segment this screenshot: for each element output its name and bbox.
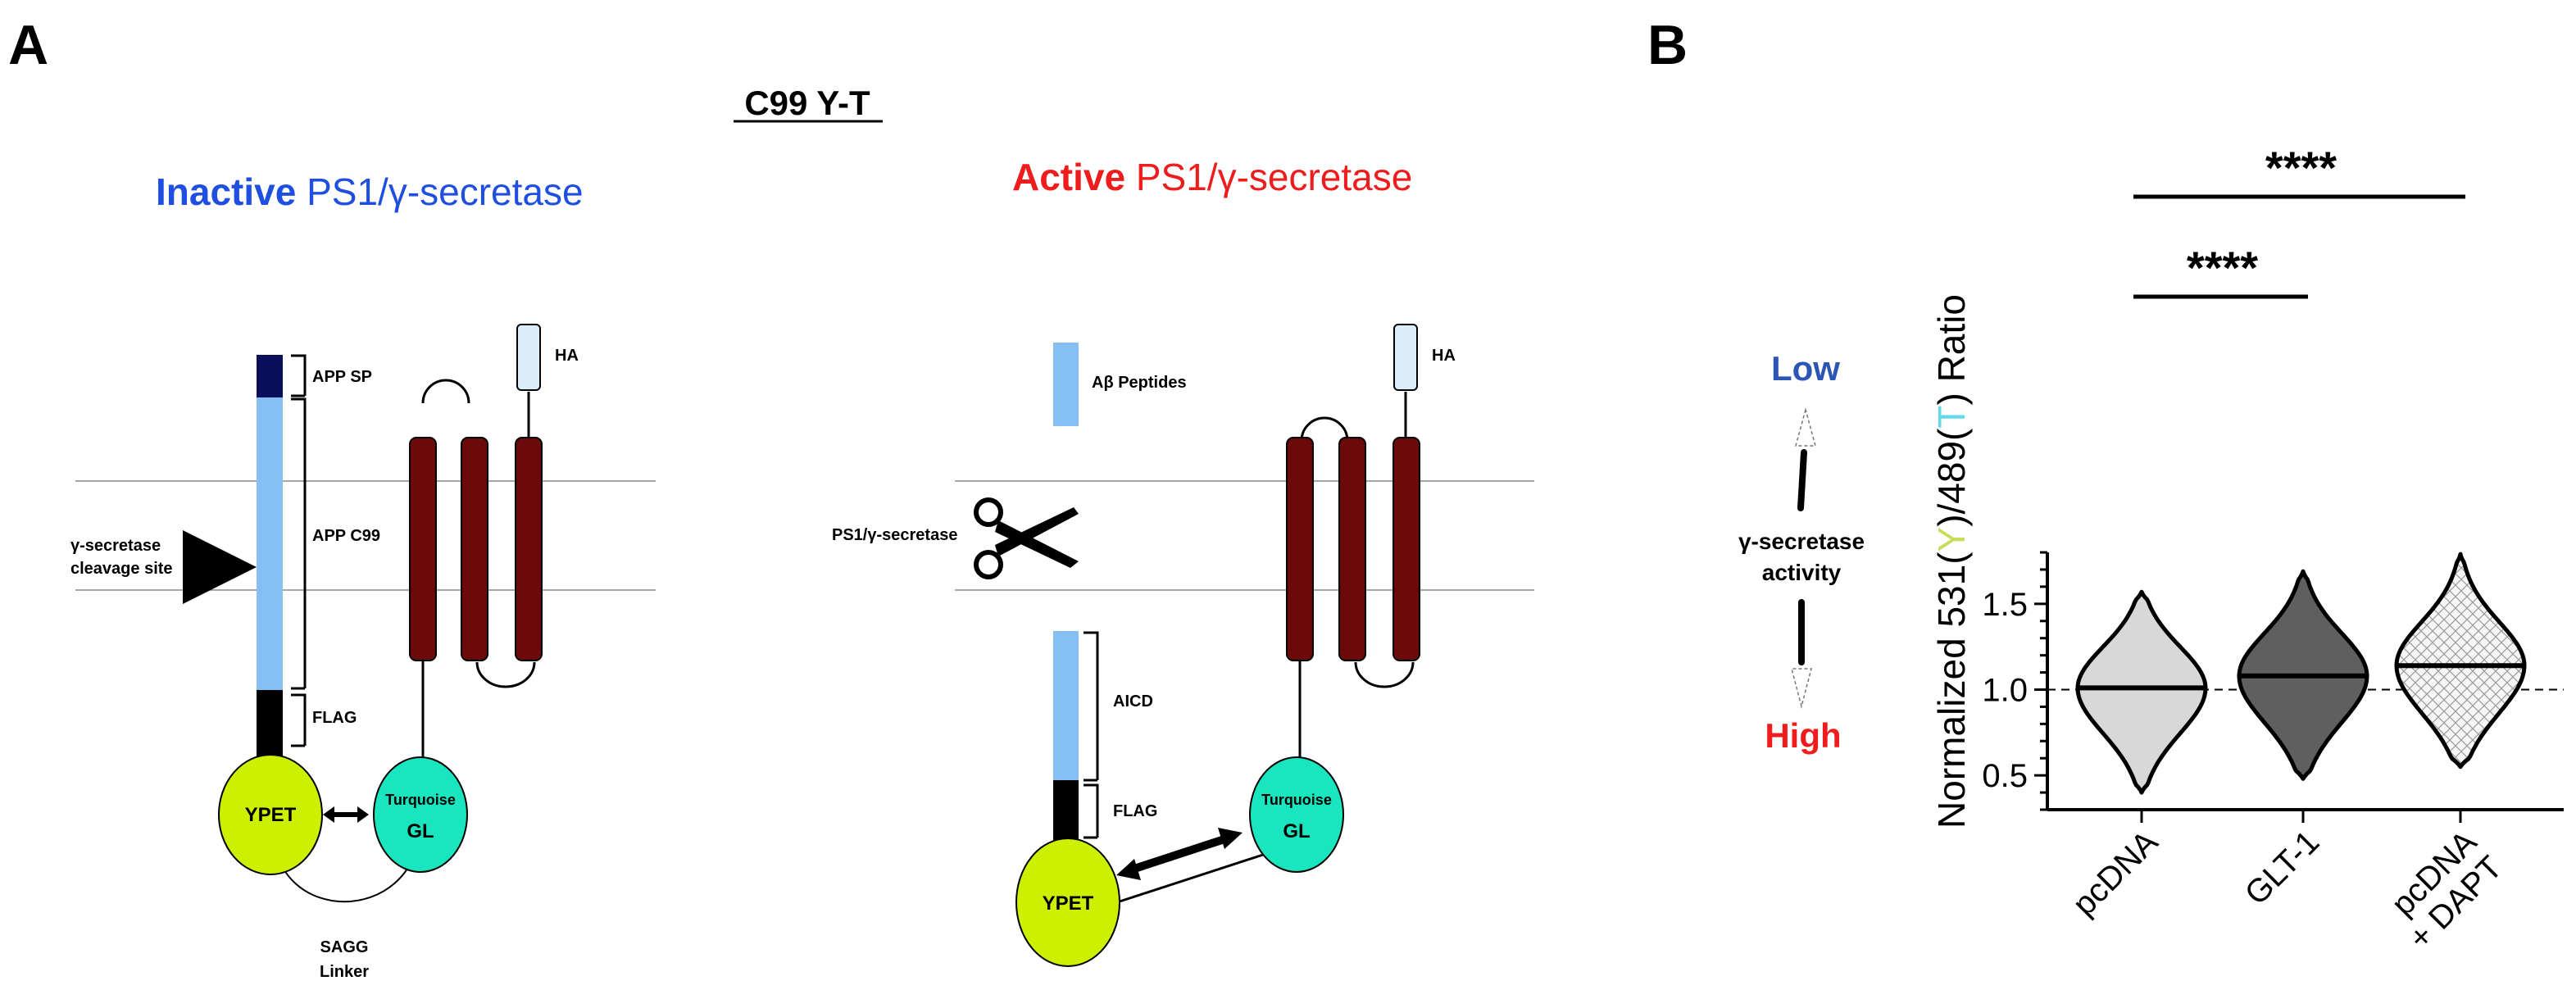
membrane-inactive (75, 480, 656, 591)
aicd-bracket (1084, 631, 1099, 782)
low-label: Low (1771, 349, 1840, 388)
ps1-loop-top (421, 379, 470, 404)
flag-label-active: FLAG (1113, 802, 1157, 820)
x-tick-label-2: pcDNA+ DAPT (2376, 824, 2509, 956)
inactive-title: Inactive PS1/γ-secretase (156, 170, 584, 213)
inactive-construct: APP SP APP C99 FLAG γ-secretase cleavage… (70, 324, 579, 981)
y-tick-label: 1.5 (1982, 587, 2028, 623)
x-tick-label-0: pcDNA (2066, 824, 2165, 923)
ha-label: HA (555, 347, 579, 365)
ps1-helix-3 (515, 437, 543, 661)
app-c99-segment (257, 397, 283, 690)
x-tick-label-1: GLT-1 (2238, 824, 2327, 912)
gl-active-label: GL (1283, 820, 1310, 842)
ypet-active-label: YPET (1043, 892, 1094, 915)
ypet-inactive (218, 754, 323, 875)
significance-label-1: **** (2265, 142, 2337, 193)
scissors-icon (974, 497, 1079, 579)
aicd-label: AICD (1113, 692, 1153, 711)
ha-tag (516, 324, 541, 391)
ypet-active (1015, 838, 1120, 967)
up-arrow-shaft (1797, 449, 1807, 511)
significance-label-0: **** (2187, 242, 2258, 293)
panel-a-label: A (8, 14, 48, 76)
flag-bracket-active (1084, 783, 1099, 839)
violin-chart: 0.5 1.0 1.5 pcDNA GLT-1 pcDNA+ DAPT ******** (1982, 142, 2564, 956)
flag-bracket (291, 693, 307, 747)
active-construct: Aβ Peptides PS1/γ-secretase AICD FLAG HA… (832, 324, 1456, 967)
ha-label-active: HA (1432, 347, 1456, 365)
app-c99-label: APP C99 (312, 527, 380, 545)
sagg-linker-active (1119, 852, 1266, 903)
ps1-loop-bottom-active (1354, 661, 1415, 688)
y-axis-label: Normalized 531(Y)/489(T) Ratio (1930, 294, 1973, 829)
violin-2 (2394, 552, 2527, 770)
app-c99-bracket (291, 397, 307, 690)
construct-title: C99 Y-T (744, 84, 870, 122)
flag-label: FLAG (312, 709, 357, 727)
fret-arrowheads-inactive-icon (323, 806, 369, 823)
ps1-loop-bottom (475, 661, 536, 688)
ps1-helix-1 (409, 437, 437, 661)
up-arrow-icon (1795, 407, 1816, 447)
violin-0 (2075, 589, 2208, 795)
cleavage-label-line1: γ-secretase (70, 537, 161, 555)
turquoise-inactive (373, 756, 468, 873)
ps1-label: PS1/γ-secretase (832, 526, 957, 544)
ps1-helix-2-active (1338, 437, 1366, 661)
gl-inactive-label: GL (407, 820, 434, 842)
ps1-helix-2 (461, 437, 488, 661)
app-sp-label: APP SP (312, 368, 372, 386)
ha-tag-active (1393, 324, 1418, 391)
activity-legend: Low γ-secretase activity High (1738, 349, 1865, 755)
ypet-inactive-label: YPET (245, 804, 297, 826)
turquoise-active (1249, 756, 1344, 873)
activity-label-line1: γ-secretase (1738, 529, 1865, 554)
turquoise-active-label: Turquoise (1261, 792, 1332, 808)
abeta-label: Aβ Peptides (1092, 374, 1187, 392)
app-sp-bracket (291, 354, 307, 397)
fret-arrowheads-active-icon (1116, 828, 1243, 880)
y-tick-label: 0.5 (1982, 758, 2028, 794)
flag-segment-active (1053, 780, 1079, 846)
high-label: High (1765, 716, 1841, 755)
ps1-helix-1-active (1286, 437, 1314, 661)
down-arrow-icon (1791, 668, 1812, 709)
app-sp-segment (257, 355, 283, 397)
aicd-segment (1053, 631, 1079, 780)
y-tick-label: 1.0 (1982, 672, 2028, 708)
activity-label-line2: activity (1762, 560, 1842, 585)
membrane-active (955, 480, 1534, 591)
fret-arrow-active-icon (1128, 833, 1231, 874)
panel-b-label: B (1647, 14, 1688, 76)
ps1-loop-top-active (1300, 416, 1349, 442)
sagg-label-line1: SAGG (320, 938, 369, 956)
cleavage-label-line2: cleavage site (70, 560, 173, 578)
active-title: Active PS1/γ-secretase (1012, 156, 1412, 198)
flag-segment (257, 690, 283, 760)
ps1-helix-3-active (1392, 437, 1420, 661)
sagg-label-line2: Linker (320, 963, 369, 981)
abeta-peptide (1053, 343, 1079, 426)
turquoise-inactive-label: Turquoise (385, 792, 456, 808)
